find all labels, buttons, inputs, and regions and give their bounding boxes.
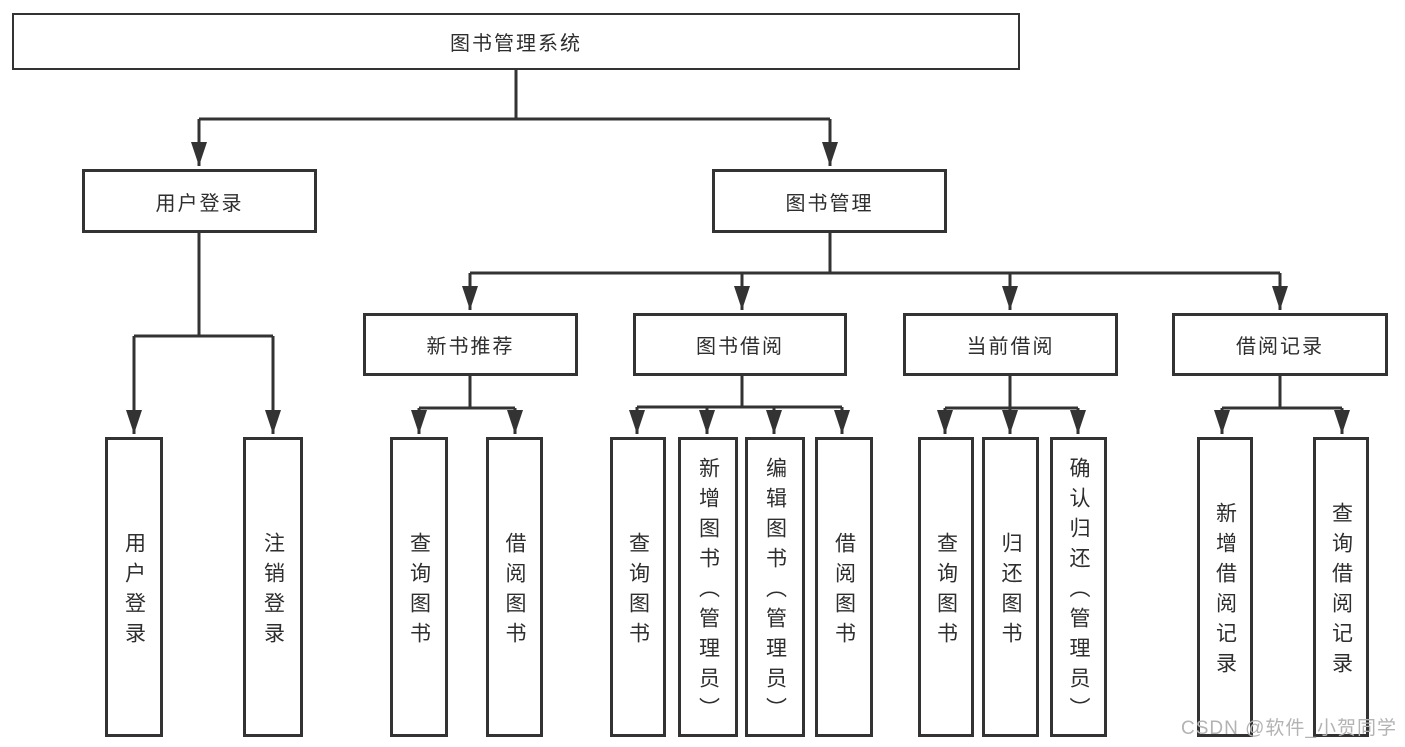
node-current-borrowing: 当前借阅 xyxy=(903,313,1118,376)
node-user-login: 用户登录 xyxy=(82,169,317,233)
leaf-label: 查询图书 xyxy=(407,531,431,652)
leaf-label: 借阅图书 xyxy=(503,531,526,652)
node-label: 图书借阅 xyxy=(696,336,784,358)
connector-root-to-level2 xyxy=(191,70,838,166)
leaf-borrow-books: 借阅图书 xyxy=(815,437,873,737)
connector-current-borrow-children xyxy=(937,376,1086,434)
leaf-label: 编辑图书（管理员） xyxy=(763,456,787,727)
connector-book-mgmt-children xyxy=(462,233,1288,310)
node-book-borrowing: 图书借阅 xyxy=(633,313,847,376)
node-label: 借阅记录 xyxy=(1236,336,1324,358)
connector-user-login-children xyxy=(126,233,281,434)
leaf-label: 注销登录 xyxy=(261,531,285,652)
leaf-label: 归还图书 xyxy=(999,531,1022,652)
leaf-logout: 注销登录 xyxy=(243,437,303,737)
connector-borrow-records-children xyxy=(1214,376,1350,434)
leaf-edit-books-admin: 编辑图书（管理员） xyxy=(745,437,805,737)
leaf-query-borrow-record: 查询借阅记录 xyxy=(1313,437,1369,737)
leaf-borrow-books-recommend: 借阅图书 xyxy=(486,437,543,737)
leaf-label: 确认归还（管理员） xyxy=(1067,456,1090,727)
leaf-label: 借阅图书 xyxy=(832,531,856,652)
node-label: 用户登录 xyxy=(155,192,244,215)
node-book-management: 图书管理 xyxy=(712,169,947,233)
connector-new-book-children xyxy=(411,376,523,434)
leaf-label: 新增借阅记录 xyxy=(1213,501,1237,682)
node-label: 当前借阅 xyxy=(966,336,1055,358)
node-label: 图书管理 xyxy=(785,192,874,215)
leaf-query-books-borrow: 查询图书 xyxy=(610,437,666,737)
node-label: 新书推荐 xyxy=(426,336,515,358)
leaf-label: 查询图书 xyxy=(934,531,958,652)
leaf-add-books-admin: 新增图书（管理员） xyxy=(678,437,738,737)
leaf-query-books-recommend: 查询图书 xyxy=(390,437,448,737)
leaf-user-login: 用户登录 xyxy=(105,437,163,737)
leaf-label: 查询借阅记录 xyxy=(1329,501,1353,682)
node-borrowing-records: 借阅记录 xyxy=(1172,313,1388,376)
leaf-confirm-return-admin: 确认归还（管理员） xyxy=(1050,437,1107,737)
node-new-book-recommend: 新书推荐 xyxy=(363,313,578,376)
leaf-add-borrow-record: 新增借阅记录 xyxy=(1197,437,1253,737)
leaf-label: 新增图书（管理员） xyxy=(696,456,720,727)
leaf-return-books: 归还图书 xyxy=(982,437,1039,737)
csdn-watermark: CSDN @软件_小贺同学 xyxy=(1181,718,1397,739)
leaf-query-books-current: 查询图书 xyxy=(918,437,974,737)
node-label: 图书管理系统 xyxy=(450,33,582,55)
leaf-label: 查询图书 xyxy=(626,531,650,652)
leaf-label: 用户登录 xyxy=(122,531,146,652)
node-library-system: 图书管理系统 xyxy=(12,13,1020,70)
connector-book-borrow-children xyxy=(629,376,850,434)
